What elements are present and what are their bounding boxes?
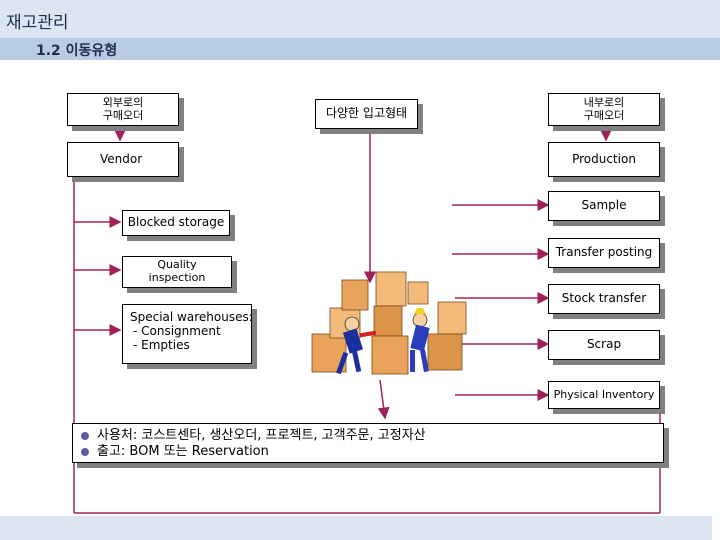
internal-po-box: 내부로의 구매오더 (548, 93, 660, 126)
scrap-label: Scrap (586, 337, 622, 352)
blocked-storage-box: Blocked storage (122, 210, 230, 236)
production-label: Production (572, 151, 636, 166)
stock-transfer-label: Stock transfer (561, 291, 647, 306)
footer-bar (0, 516, 712, 540)
special-warehouses-item-empties: - Empties (133, 338, 190, 352)
note-usage-text: 사용처: 코스트센타, 생산오더, 프로젝트, 고객주문, 고정자산 (97, 428, 426, 443)
external-po-line1: 외부로의 (102, 95, 144, 109)
vendor-label: Vendor (100, 151, 143, 166)
external-po-line2: 구매오더 (102, 108, 144, 122)
header-bar (0, 0, 720, 38)
quality-inspection-line2: inspection (148, 271, 206, 284)
note-issue: 출고: BOM 또는 Reservation (81, 444, 663, 460)
production-box: Production (548, 142, 660, 177)
note-usage: 사용처: 코스트센타, 생산오더, 프로젝트, 고객주문, 고정자산 (81, 428, 663, 444)
bullet-icon (81, 432, 89, 440)
section-title: 1.2 이동유형 (36, 43, 118, 59)
transfer-posting-box: Transfer posting (548, 238, 660, 268)
scrap-box: Scrap (548, 330, 660, 360)
internal-po-line2: 구매오더 (583, 108, 625, 122)
notes-box: 사용처: 코스트센타, 생산오더, 프로젝트, 고객주문, 고정자산 출고: B… (72, 423, 664, 463)
vendor-box: Vendor (67, 142, 179, 177)
quality-inspection-line1: Quality (157, 258, 197, 272)
various-receipt-label: 다양한 입고형태 (325, 106, 408, 121)
external-po-box: 외부로의 구매오더 (67, 93, 179, 126)
various-receipt-box: 다양한 입고형태 (315, 99, 418, 129)
arrow-illustration-down (377, 379, 390, 420)
physical-inventory-box: Physical Inventory (548, 381, 660, 409)
warehouse-workers-boxes-illustration (311, 271, 467, 375)
transfer-posting-label: Transfer posting (555, 245, 653, 260)
page-title: 재고관리 (6, 13, 69, 33)
sample-label: Sample (581, 198, 627, 213)
quality-inspection-box: Quality inspection (122, 256, 232, 288)
note-issue-text: 출고: BOM 또는 Reservation (97, 444, 269, 459)
special-warehouses-text: Special warehouses: - Consignment - Empt… (130, 310, 253, 352)
section-bar (0, 38, 720, 60)
blocked-storage-label: Blocked storage (127, 215, 225, 230)
special-warehouses-item-consignment: - Consignment (133, 324, 221, 338)
internal-po-line1: 내부로의 (583, 95, 625, 109)
sample-box: Sample (548, 191, 660, 221)
bullet-icon (81, 448, 89, 456)
physical-inventory-label: Physical Inventory (553, 387, 655, 401)
special-warehouses-box (122, 304, 252, 364)
special-warehouses-title: Special warehouses: (130, 310, 253, 324)
stock-transfer-box: Stock transfer (548, 284, 660, 314)
